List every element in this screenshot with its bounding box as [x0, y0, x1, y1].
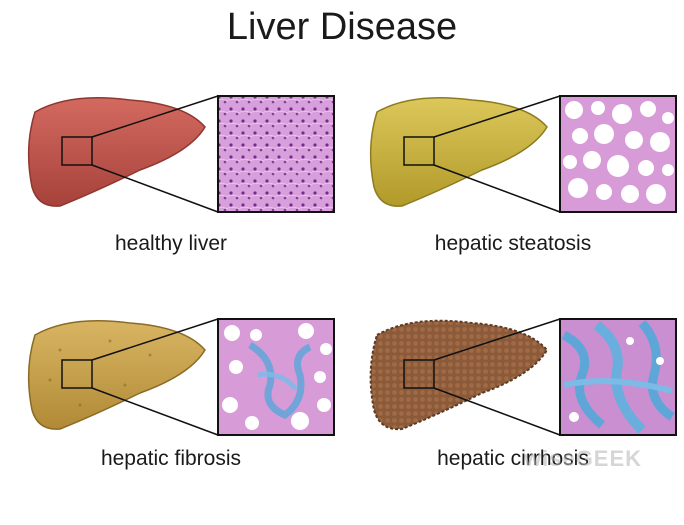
liver-shape — [29, 98, 205, 206]
panel-hepatic-cirrhosis: hepatic cirrhosis — [342, 305, 684, 525]
page-title: Liver Disease — [0, 6, 684, 49]
caption-hepatic-fibrosis: hepatic fibrosis — [0, 447, 342, 471]
tissue-micrograph — [218, 96, 334, 212]
watermark-logo: wiseGEEK — [524, 446, 642, 472]
liver-shape — [29, 321, 205, 429]
panel-healthy-liver: healthy liver — [0, 82, 342, 302]
healthy-liver-illustration — [0, 82, 342, 222]
cirrhosis-liver-illustration — [342, 305, 684, 445]
liver-shape — [371, 98, 547, 206]
tissue-micrograph — [560, 319, 676, 435]
panel-hepatic-steatosis: hepatic steatosis — [342, 82, 684, 302]
fibrosis-liver-illustration — [0, 305, 342, 445]
tissue-micrograph — [560, 96, 676, 212]
liver-shape — [371, 321, 547, 429]
steatosis-liver-illustration — [342, 82, 684, 222]
panel-hepatic-fibrosis: hepatic fibrosis — [0, 305, 342, 525]
caption-hepatic-steatosis: hepatic steatosis — [342, 232, 684, 256]
tissue-micrograph — [218, 319, 334, 435]
caption-healthy-liver: healthy liver — [0, 232, 342, 256]
